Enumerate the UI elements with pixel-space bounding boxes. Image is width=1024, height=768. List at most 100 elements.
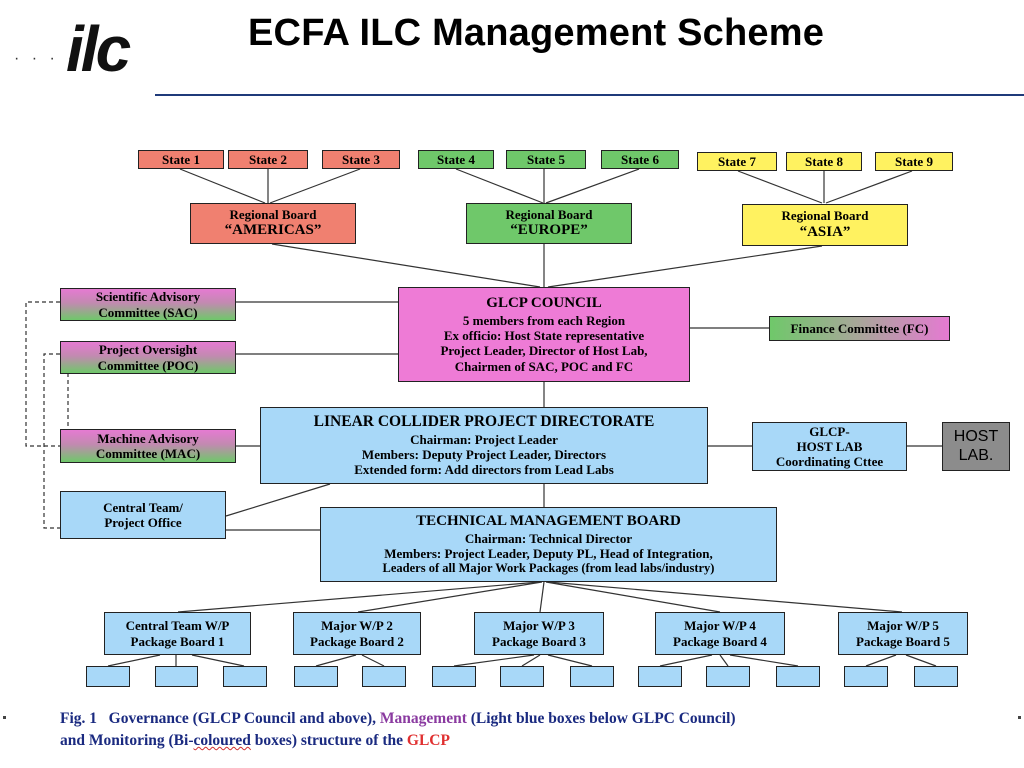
- hostlab-box: HOST LAB.: [942, 422, 1010, 471]
- cttee-line-3: Coordinating Cttee: [775, 454, 884, 470]
- state-4-box: State 4: [418, 150, 494, 169]
- line-state6-europe: [545, 168, 640, 204]
- regional-board-americas: Regional Board “AMERICAS”: [190, 203, 356, 244]
- logo-dots: · · · ·: [14, 50, 77, 67]
- wp4-line-1: Major W/P 4: [684, 618, 756, 634]
- poc-line-1: Project Oversight: [98, 342, 198, 358]
- tmb-title: TECHNICAL MANAGEMENT BOARD: [416, 512, 681, 529]
- americas-name: “AMERICAS”: [224, 222, 322, 239]
- dashed-sac-mac: [25, 301, 60, 447]
- caption-monitoring: Monitoring (Bi-: [88, 732, 194, 749]
- council-line-3: Project Leader, Director of Host Lab,: [440, 343, 648, 359]
- directorate-line-2: Members: Deputy Project Leader, Director…: [361, 446, 607, 462]
- ilc-logo: ilc: [66, 13, 131, 85]
- state-7-box: State 7: [697, 152, 777, 171]
- line-central-directorate: [225, 483, 331, 517]
- caption-coloured: coloured: [193, 732, 251, 749]
- caption-fig-number: Fig. 1: [60, 710, 98, 727]
- council-line-4: Chairmen of SAC, POC and FC: [454, 358, 634, 374]
- cttee-line-1: GLCP-: [809, 423, 850, 439]
- sub-package-box: [223, 666, 267, 687]
- figure-caption: Fig. 1 Governance (GLCP Council and abov…: [60, 708, 736, 752]
- poc-box: Project Oversight Committee (POC): [60, 341, 236, 374]
- line-tmb-wp1: [177, 581, 541, 613]
- council-title: GLCP COUNCIL: [486, 295, 602, 311]
- council-line-2: Ex officio: Host State representative: [443, 328, 645, 344]
- work-package-5: Major W/P 5 Package Board 5: [838, 612, 968, 655]
- state-2-box: State 2: [228, 150, 308, 169]
- directorate-line-3: Extended form: Add directors from Lead L…: [354, 462, 614, 478]
- line-asia-council: [547, 245, 823, 288]
- line-state3-americas: [269, 168, 361, 204]
- state-1-box: State 1: [138, 150, 224, 169]
- hostlab-cttee-box: GLCP- HOST LAB Coordinating Cttee: [752, 422, 907, 471]
- tmb-line-2: Members: Project Leader, Deputy PL, Head…: [384, 545, 713, 561]
- caption-boxes: boxes) structure of the: [254, 732, 404, 749]
- fc-label: Finance Committee (FC): [790, 320, 929, 336]
- line-state7-asia: [737, 170, 823, 204]
- mac-box: Machine Advisory Committee (MAC): [60, 429, 236, 463]
- americas-label: Regional Board: [229, 206, 317, 222]
- caption-glcp: GLCP: [406, 732, 450, 749]
- state-9-box: State 9: [875, 152, 953, 171]
- line-state4-europe: [455, 168, 544, 204]
- sub-package-box: [155, 666, 198, 687]
- asia-label: Regional Board: [781, 208, 869, 224]
- work-package-3: Major W/P 3 Package Board 3: [474, 612, 604, 655]
- sub-package-box: [294, 666, 338, 687]
- state-3-box: State 3: [322, 150, 400, 169]
- europe-label: Regional Board: [505, 206, 593, 222]
- dashed-poc-central: [43, 353, 60, 529]
- state-3-label: State 3: [342, 151, 380, 167]
- sub-package-box: [86, 666, 130, 687]
- hostlab-line-2: LAB.: [958, 446, 994, 464]
- wp1-line-2: Package Board 1: [130, 633, 225, 649]
- state-2-label: State 2: [249, 151, 287, 167]
- regional-board-europe: Regional Board “EUROPE”: [466, 203, 632, 244]
- sub-package-box: [706, 666, 750, 687]
- sub-package-box: [362, 666, 406, 687]
- edge-mark-right: [1018, 716, 1021, 719]
- sub-package-box: [914, 666, 958, 687]
- wp2-line-1: Major W/P 2: [321, 618, 393, 634]
- state-6-box: State 6: [601, 150, 679, 169]
- caption-governance: Governance (GLCP Council and above),: [108, 710, 377, 727]
- work-package-1: Central Team W/P Package Board 1: [104, 612, 251, 655]
- caption-and: and: [60, 732, 85, 749]
- directorate-title: LINEAR COLLIDER PROJECT DIRECTORATE: [313, 413, 655, 431]
- sub-package-box: [638, 666, 682, 687]
- sub-package-box: [776, 666, 820, 687]
- line-tmb-wp5: [547, 581, 903, 613]
- state-1-label: State 1: [162, 151, 200, 167]
- line-americas-council: [271, 243, 541, 288]
- wp3-line-2: Package Board 3: [492, 633, 586, 649]
- wp2-line-2: Package Board 2: [310, 633, 404, 649]
- line-state9-asia: [825, 170, 913, 204]
- state-5-box: State 5: [506, 150, 586, 169]
- edge-mark-left: [3, 716, 6, 719]
- sac-box: Scientific Advisory Committee (SAC): [60, 288, 236, 321]
- central-team-box: Central Team/ Project Office: [60, 491, 226, 539]
- wp5-line-2: Package Board 5: [856, 633, 950, 649]
- hostlab-line-1: HOST: [953, 427, 999, 445]
- central-team-line-2: Project Office: [104, 515, 182, 530]
- tmb-line-1: Chairman: Technical Director: [464, 530, 633, 546]
- asia-name: “ASIA”: [799, 223, 851, 240]
- page-title: ECFA ILC Management Scheme: [248, 12, 825, 54]
- work-package-4: Major W/P 4 Package Board 4: [655, 612, 785, 655]
- state-4-label: State 4: [437, 151, 475, 167]
- directorate-box: LINEAR COLLIDER PROJECT DIRECTORATE Chai…: [260, 407, 708, 484]
- title-rule: [155, 94, 1024, 96]
- work-package-2: Major W/P 2 Package Board 2: [293, 612, 421, 655]
- line-tmb-wp2: [357, 581, 543, 613]
- state-6-label: State 6: [621, 151, 659, 167]
- wp3-line-1: Major W/P 3: [503, 618, 575, 634]
- mac-line-2: Committee (MAC): [95, 446, 201, 461]
- europe-name: “EUROPE”: [510, 222, 588, 239]
- caption-management: Management: [379, 710, 467, 727]
- central-team-line-1: Central Team/: [103, 499, 183, 515]
- state-7-label: State 7: [718, 153, 756, 169]
- sub-package-box: [500, 666, 544, 687]
- sub-package-box: [570, 666, 614, 687]
